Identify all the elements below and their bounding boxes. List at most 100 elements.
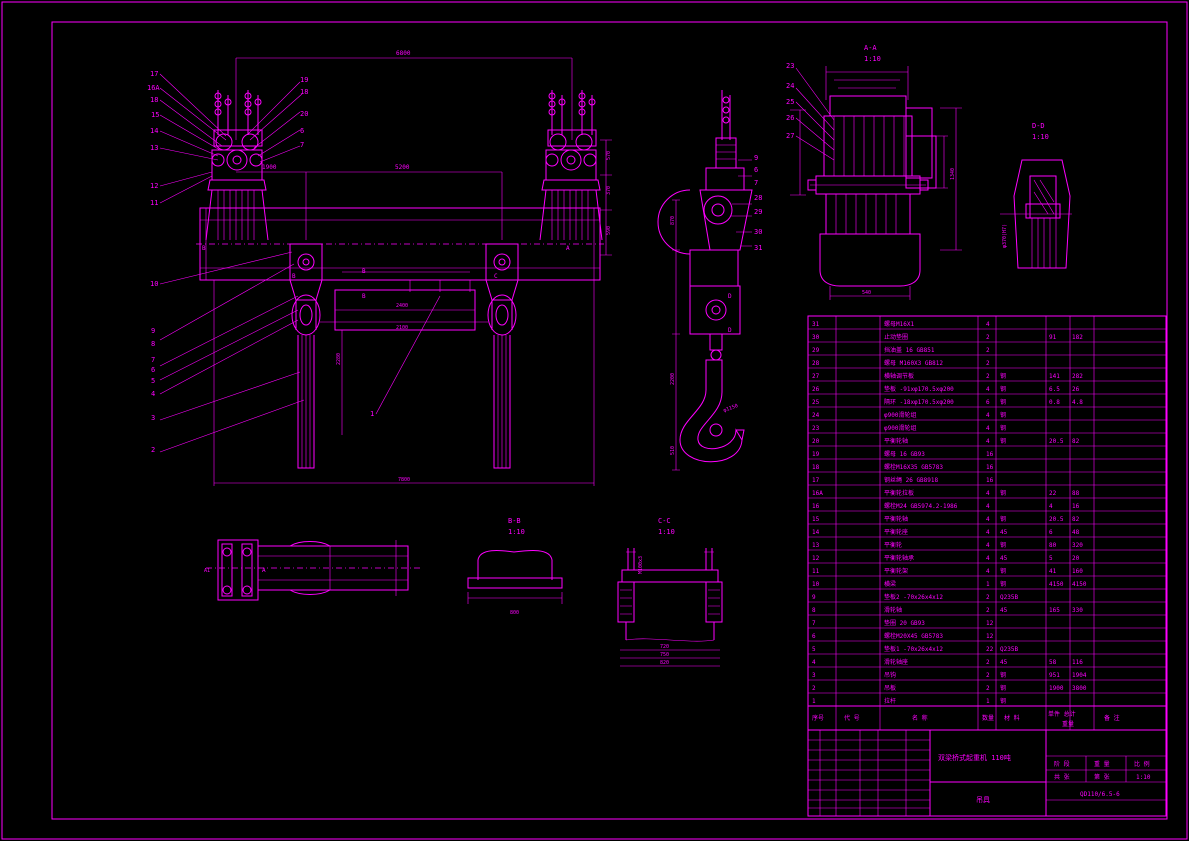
parts-cell-no: 16A <box>812 490 823 497</box>
parts-cell-total: 4.8 <box>1072 399 1083 406</box>
parts-cell-name: φ900滑轮组 <box>884 411 916 419</box>
parts-cell-qty: 2 <box>986 659 990 666</box>
hdr-mat: 材 料 <box>1004 714 1020 722</box>
parts-cell-unit: 22 <box>1049 490 1057 497</box>
side-view-callouts: 9 6 7 28 29 30 31 <box>754 154 762 252</box>
svg-text:19: 19 <box>300 76 308 84</box>
parts-cell-total: 82 <box>1072 516 1080 523</box>
svg-text:1340: 1340 <box>950 168 956 180</box>
parts-cell-qty: 4 <box>986 516 990 523</box>
parts-cell-total: 48 <box>1072 529 1080 536</box>
parts-cell-qty: 1 <box>986 581 990 588</box>
parts-cell-name: 垫圈 20 GB93 <box>884 619 925 627</box>
parts-cell-no: 27 <box>812 373 820 380</box>
parts-cell-mat: 钢 <box>1000 671 1006 679</box>
parts-cell-name: 吊板 <box>884 684 896 692</box>
hdr-qty: 数量 <box>982 714 994 722</box>
parts-cell-total: 88 <box>1072 490 1080 497</box>
parts-cell-total: 320 <box>1072 542 1083 549</box>
svg-text:6: 6 <box>754 166 758 174</box>
parts-cell-no: 17 <box>812 477 820 484</box>
parts-cell-mat: 钢 <box>1000 697 1006 705</box>
svg-text:14: 14 <box>150 127 158 135</box>
drawing-name: 吊具 <box>976 796 990 804</box>
svg-text:A1: A1 <box>204 568 210 574</box>
svg-text:820: 820 <box>660 660 669 666</box>
parts-cell-name: 平衡轮拉板 <box>884 489 914 497</box>
svg-text:B: B <box>292 273 296 280</box>
section-dd: D-D 1:10 φ370(H7) <box>1000 122 1072 269</box>
parts-cell-mat: 45 <box>1000 529 1008 536</box>
svg-text:2: 2 <box>151 446 155 454</box>
parts-cell-unit: 80 <box>1049 542 1057 549</box>
hdr-remark: 备 注 <box>1104 714 1120 722</box>
tb-scale: 1:10 <box>1136 774 1151 781</box>
parts-cell-name: 平衡轮轴承 <box>884 554 914 562</box>
parts-cell-no: 23 <box>812 425 820 432</box>
section-bb-scale: 1:10 <box>508 528 525 536</box>
front-view: 6800 570 370 590 <box>159 50 612 486</box>
parts-cell-no: 19 <box>812 451 820 458</box>
parts-cell-total: 20 <box>1072 555 1080 562</box>
svg-text:15: 15 <box>151 111 159 119</box>
parts-cell-mat: 45 <box>1000 555 1008 562</box>
parts-cell-mat: 45 <box>1000 607 1008 614</box>
parts-cell-mat: 钢 <box>1000 489 1006 497</box>
parts-cell-qty: 1 <box>986 698 990 705</box>
parts-cell-name: 平衡轮轴 <box>884 515 908 523</box>
side-dia-label: φ1150 <box>723 403 739 414</box>
parts-cell-no: 31 <box>812 321 820 328</box>
parts-cell-no: 30 <box>812 334 820 341</box>
dim-inner-width: 2100 <box>396 325 408 331</box>
hdr-code: 代 号 <box>844 714 860 722</box>
parts-cell-unit: 6 <box>1049 529 1053 536</box>
parts-cell-unit: 165 <box>1049 607 1060 614</box>
svg-text:30: 30 <box>754 228 762 236</box>
parts-cell-no: 3 <box>812 672 816 679</box>
parts-cell-qty: 22 <box>986 646 994 653</box>
parts-cell-name: 拉杆 <box>884 697 896 705</box>
parts-cell-total: 3800 <box>1072 685 1087 692</box>
plan-view: A1 A <box>204 539 420 601</box>
parts-cell-no: 28 <box>812 360 820 367</box>
parts-cell-total: 116 <box>1072 659 1083 666</box>
svg-text:7: 7 <box>151 356 155 364</box>
svg-text:8: 8 <box>151 340 155 348</box>
section-aa-label: A-A <box>864 44 877 52</box>
parts-cell-unit: 4 <box>1049 503 1053 510</box>
svg-text:570: 570 <box>606 151 612 160</box>
svg-text:510: 510 <box>670 446 676 455</box>
parts-cell-qty: 2 <box>986 685 990 692</box>
svg-text:9: 9 <box>754 154 758 162</box>
svg-text:9: 9 <box>151 327 155 335</box>
parts-cell-total: 182 <box>1072 334 1083 341</box>
parts-cell-name: 横梁 <box>884 580 896 588</box>
parts-cell-no: 9 <box>812 594 816 601</box>
parts-cell-name: 垫板2 -70x26x4x12 <box>884 593 943 601</box>
parts-cell-qty: 2 <box>986 672 990 679</box>
parts-cell-mat: 钢 <box>1000 684 1006 692</box>
parts-cell-no: 10 <box>812 581 820 588</box>
svg-text:870: 870 <box>670 216 676 225</box>
parts-cell-qty: 16 <box>986 464 994 471</box>
parts-cell-total: 4150 <box>1072 581 1087 588</box>
parts-cell-mat: 钢 <box>1000 580 1006 588</box>
parts-cell-name: 螺栓M20X45 GB5783 <box>884 632 943 640</box>
section-cc: C-C 1:10 720 750 820 M100x3 <box>617 517 723 667</box>
parts-cell-name: 平衡轮座 <box>884 528 908 536</box>
parts-cell-name: 平衡轮 <box>884 541 902 549</box>
parts-cell-name: 螺栓M24 GB5974.2-1986 <box>884 502 958 510</box>
parts-cell-name: 螺母 M160X3 GB812 <box>884 359 943 367</box>
svg-text:11: 11 <box>150 199 158 207</box>
title-text: 双梁桥式起重机 110吨 <box>938 753 1011 762</box>
parts-cell-unit: 58 <box>1049 659 1057 666</box>
svg-text:B: B <box>202 245 206 252</box>
dim-inner-span: 5200 <box>395 164 410 171</box>
parts-cell-no: 5 <box>812 646 816 653</box>
parts-cell-no: 24 <box>812 412 820 419</box>
tb-stage: 阶 段 <box>1054 760 1070 768</box>
parts-cell-qty: 4 <box>986 568 990 575</box>
svg-text:750: 750 <box>660 652 669 658</box>
